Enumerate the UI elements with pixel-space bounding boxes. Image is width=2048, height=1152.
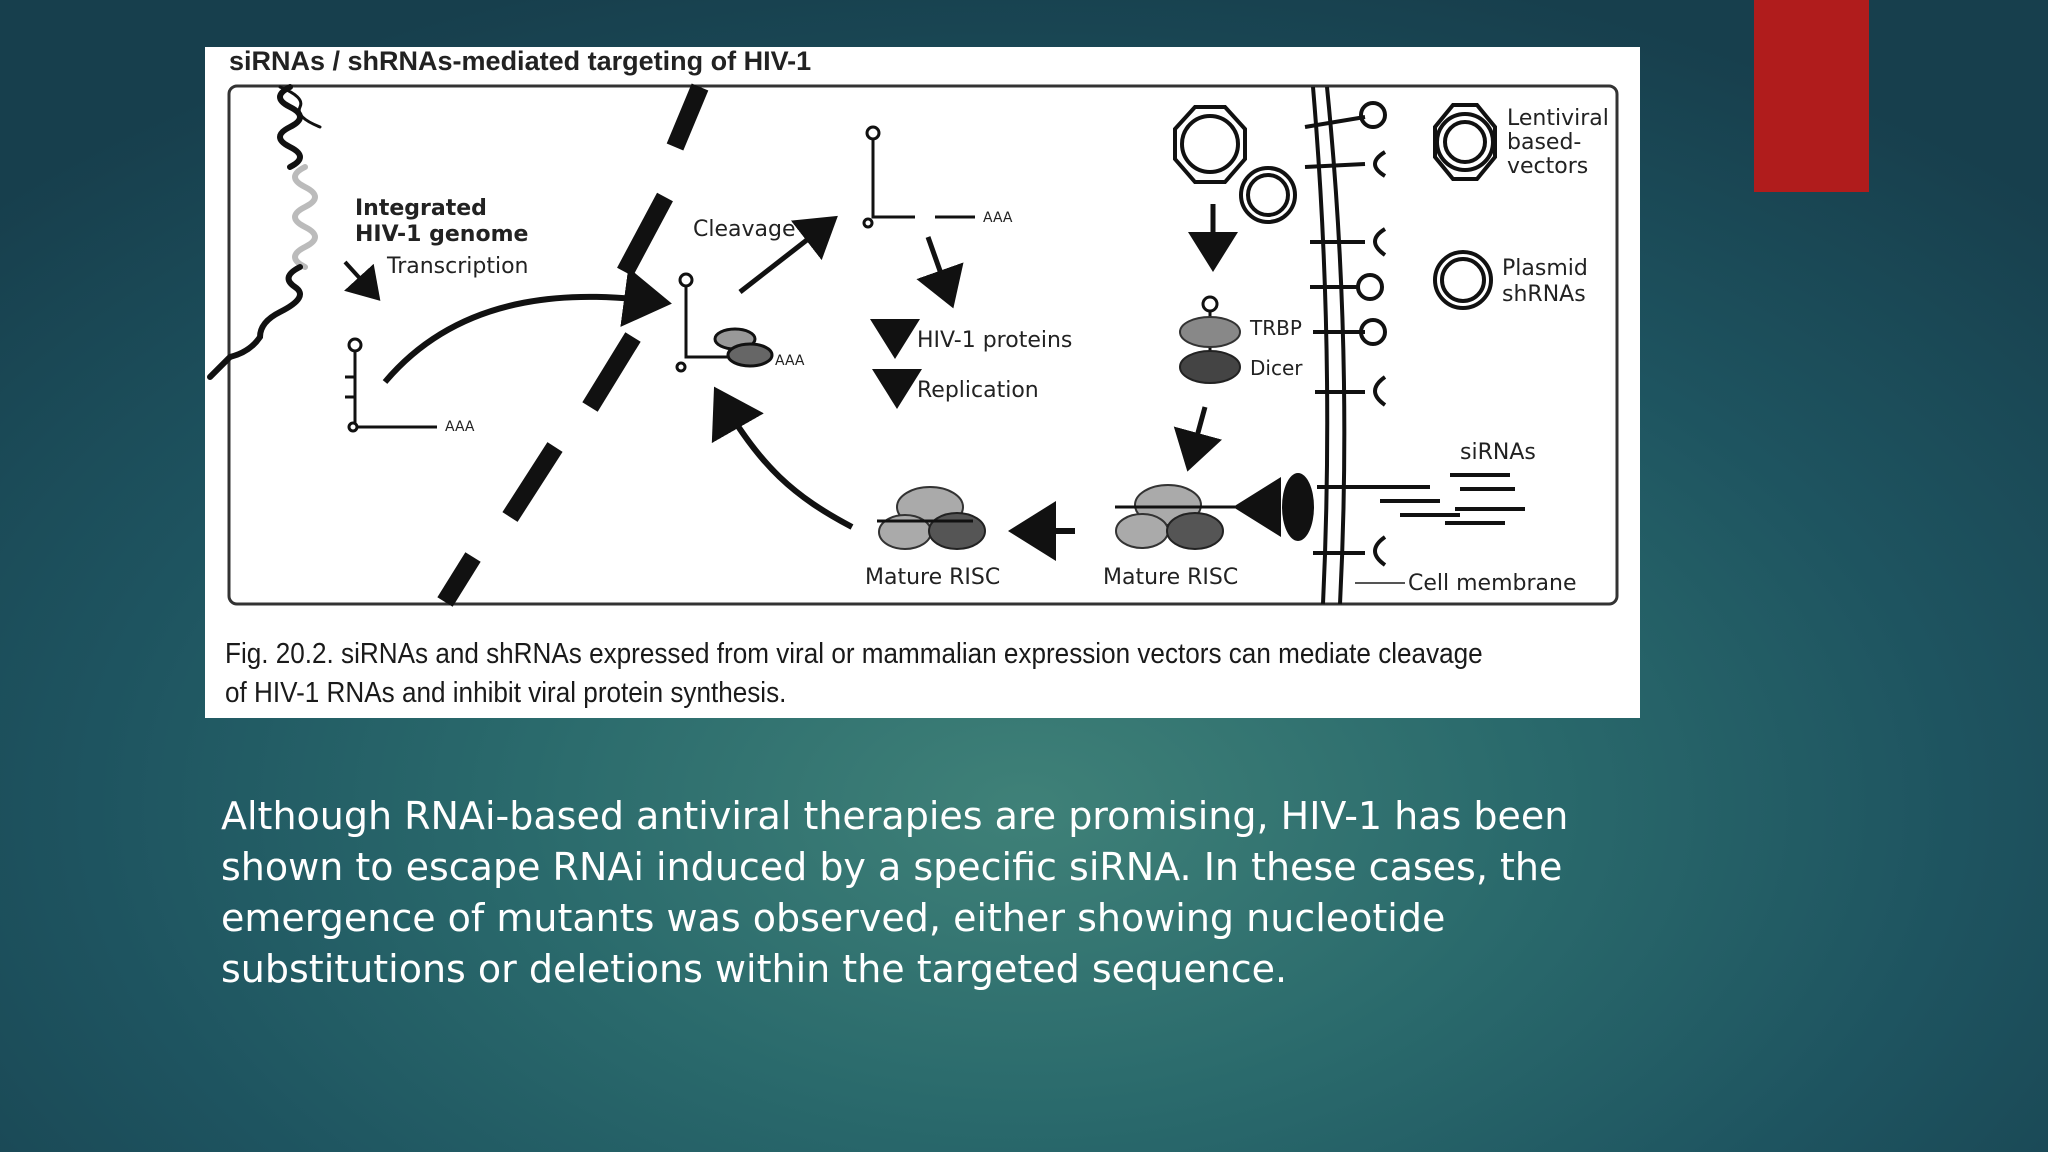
label-lentiviral-1: Lentiviral	[1507, 106, 1609, 131]
plasmid-vector	[1433, 250, 1493, 310]
label-plasmid-1: Plasmid	[1502, 256, 1588, 281]
body-paragraph: Although RNAi-based antiviral therapies …	[221, 794, 1569, 991]
vectors-inside	[1173, 105, 1297, 224]
label-cell-membrane: Cell membrane	[1408, 571, 1576, 596]
figure-caption: Fig. 20.2. siRNAs and shRNAs expressed f…	[225, 638, 1483, 709]
arrow-inhibition	[916, 236, 964, 309]
target-rna-complex	[675, 272, 774, 373]
figure-title: siRNAs / shRNAs-mediated targeting of HI…	[229, 47, 811, 76]
label-hiv-proteins: HIV-1 proteins	[917, 328, 1072, 353]
dicer-complex	[1179, 295, 1241, 384]
hairpin-rna-left	[345, 337, 437, 433]
label-sirnas: siRNAs	[1460, 440, 1536, 465]
arrow-risc-to-target	[711, 386, 854, 530]
label-mature-risc-left: Mature RISC	[865, 565, 1000, 590]
label-hiv-genome: HIV-1 genome	[355, 222, 528, 247]
figure: siRNAs / shRNAs-mediated targeting of HI…	[205, 47, 1640, 718]
label-aaa-center: AAA	[775, 353, 805, 369]
label-transcription: Transcription	[386, 254, 529, 279]
arrow-to-complex	[382, 267, 672, 384]
mature-risc-left	[877, 486, 986, 550]
nuclear-pores	[437, 83, 709, 607]
diagram-frame	[227, 84, 1619, 606]
mature-risc-right	[1115, 484, 1235, 550]
label-lentiviral-3: vectors	[1507, 154, 1588, 179]
cell-membrane	[1304, 86, 1387, 605]
label-replication: Replication	[917, 378, 1039, 403]
arrow-to-risc	[1173, 406, 1223, 472]
label-mature-risc-right: Mature RISC	[1103, 565, 1238, 590]
label-aaa-cleaved: AAA	[983, 210, 1013, 226]
lentiviral-vector	[1433, 103, 1497, 181]
sirna-duplexes	[1365, 473, 1525, 525]
arrow-cleavage	[738, 215, 838, 294]
label-dicer: Dicer	[1250, 356, 1303, 380]
dark-blob	[1282, 473, 1314, 541]
label-integrated: Integrated	[355, 196, 487, 221]
label-cleavage: Cleavage	[693, 217, 796, 242]
label-plasmid-2: shRNAs	[1502, 282, 1586, 307]
diagram: siRNAs / shRNAs-mediated targeting of HI…	[207, 47, 1619, 607]
cleaved-rna	[862, 125, 975, 229]
label-trbp: TRBP	[1249, 316, 1302, 340]
accent-bar	[1754, 0, 1869, 192]
dna-helix	[207, 84, 322, 380]
arrow-transcription	[343, 260, 381, 301]
label-aaa-left: AAA	[445, 419, 475, 435]
label-lentiviral-2: based-	[1507, 130, 1581, 155]
